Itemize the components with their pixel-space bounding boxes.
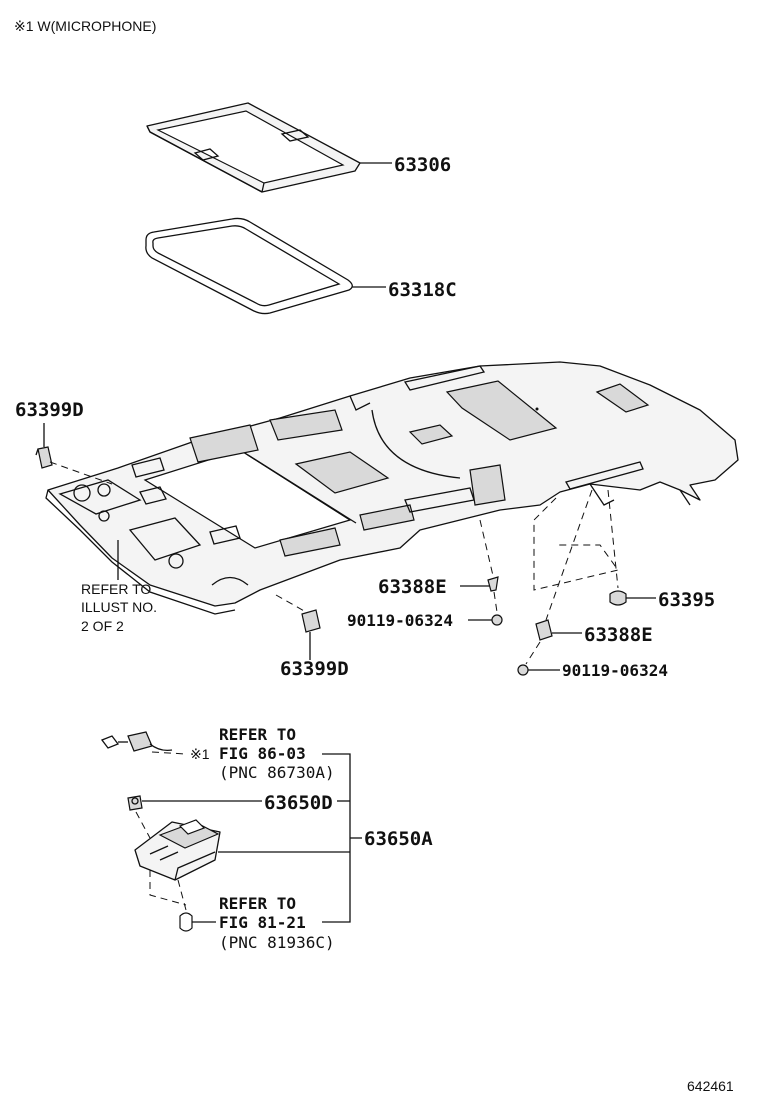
part-label-90119-right: 90119-06324 [562, 661, 668, 680]
refer-fig81-line1: REFER TO [219, 894, 296, 913]
refer-fig86-line1: REFER TO [219, 725, 296, 744]
part-label-63399D-top: 63399D [15, 399, 84, 421]
refer-illust-line3: 2 OF 2 [81, 618, 124, 634]
headliner-drawing [45, 361, 739, 615]
clip-63388E-right-drawing [535, 619, 553, 641]
dash-mic [151, 751, 187, 755]
part-label-63399D-bottom: 63399D [280, 658, 349, 680]
screw-63650D-drawing [127, 795, 143, 811]
mic-marker: ※1 [190, 746, 210, 762]
dash-lamp-bulb-b [177, 879, 187, 911]
part-label-90119-left: 90119-06324 [347, 611, 453, 630]
microphone-note: ※1 W(MICROPHONE) [14, 18, 156, 34]
part-label-63395: 63395 [658, 589, 715, 611]
dash-63399D-top [49, 461, 113, 485]
sunshade-panel-drawing [146, 102, 361, 193]
screw-90119-left-drawing [491, 614, 503, 626]
map-lamp-drawing [134, 819, 221, 881]
refer-fig86-line3: (PNC 86730A) [219, 763, 335, 782]
dash-lamp-bulb [149, 870, 187, 906]
microphone-wire-drawing [100, 731, 173, 752]
clip-63399D-bottom-drawing [301, 609, 321, 633]
refer-fig81-line3: (PNC 81936C) [219, 933, 335, 952]
dash-90119-left [493, 591, 498, 613]
bulb-drawing [179, 912, 193, 932]
dash-90119-right [525, 641, 541, 665]
clip-63399D-top-drawing [35, 446, 53, 469]
part-label-63388E-left: 63388E [378, 576, 447, 598]
refer-illust-line2: ILLUST NO. [81, 599, 157, 615]
clip-63395-drawing [609, 590, 627, 606]
dash-63388E-right [545, 489, 593, 621]
refer-fig86-line2: FIG 86-03 [219, 744, 306, 763]
dash-63399D-bottom [275, 594, 307, 613]
dash-63388E-left [479, 519, 495, 581]
screw-90119-right-drawing [517, 664, 529, 676]
part-label-63650A: 63650A [364, 828, 433, 850]
weatherstrip-drawing [145, 217, 353, 315]
part-label-63306: 63306 [394, 154, 451, 176]
drawing-number: 642461 [687, 1078, 734, 1094]
refer-fig81-line2: FIG 81-21 [219, 913, 306, 932]
dash-63650D [135, 811, 151, 839]
dash-63395-b [607, 489, 619, 589]
part-label-63318C: 63318C [388, 279, 457, 301]
part-label-63388E-right: 63388E [584, 624, 653, 646]
part-label-63650D: 63650D [264, 792, 333, 814]
clip-63388E-left-drawing [487, 576, 499, 592]
refer-illust-line1: REFER TO [81, 581, 151, 597]
dash-63395 [533, 497, 619, 591]
